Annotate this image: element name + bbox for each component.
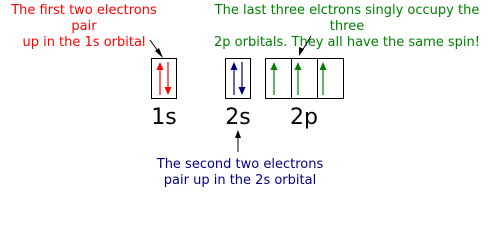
electron-up-arrow — [230, 62, 238, 95]
orbital-label-2p: 2p — [290, 105, 318, 130]
electron-up-arrow — [294, 62, 302, 95]
annotation-1s: The first two electrons pair up in the 1… — [11, 3, 157, 50]
electron-down-arrow — [238, 62, 246, 95]
orbital-box-1s — [151, 58, 177, 99]
annotation-2s: The second two electrons pair up in the … — [156, 157, 324, 188]
electron-up-arrow — [270, 62, 278, 95]
pointer-arrow-2p — [299, 35, 312, 56]
electron-down-arrow — [164, 62, 172, 95]
pointer-arrow-2s — [235, 130, 241, 152]
pointer-arrow-1s — [149, 39, 163, 58]
orbital-diagram: The first two electrons pair up in the 1… — [11, 3, 480, 188]
orbital-graphics — [149, 35, 344, 152]
electron-up-arrow — [156, 62, 164, 95]
electron-up-arrow — [319, 62, 327, 95]
orbital-label-2s: 2s — [225, 105, 251, 130]
orbital-box-2s — [225, 58, 251, 99]
annotation-2p: The last three elctrons singly occupy th… — [214, 3, 480, 50]
orbital-box-2p — [265, 58, 344, 99]
orbital-label-1s: 1s — [151, 105, 177, 130]
